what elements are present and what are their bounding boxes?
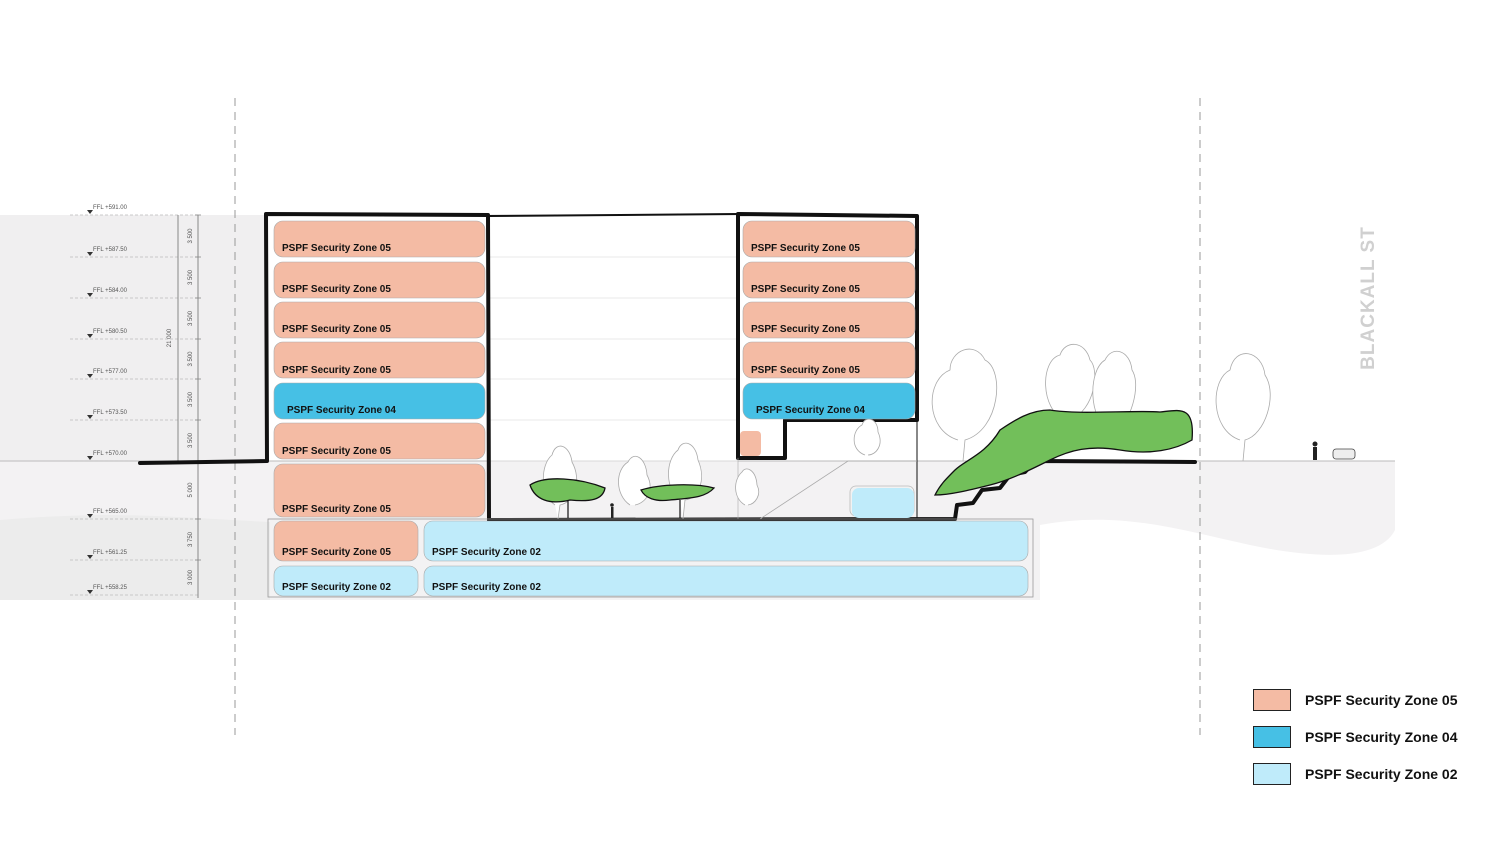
- zone-label: PSPF Security Zone 05: [751, 365, 860, 376]
- zone-label: PSPF Security Zone 02: [282, 582, 391, 593]
- legend-item-zone-02: PSPF Security Zone 02: [1253, 762, 1483, 786]
- zone-block-small: [740, 431, 761, 456]
- floor-height-label: 3 500: [188, 228, 194, 244]
- floor-height-label: 3 500: [188, 351, 194, 367]
- floor-height-label: 3 500: [188, 310, 194, 326]
- zone-block-plant: [852, 488, 914, 518]
- zone-label: PSPF Security Zone 05: [282, 547, 391, 558]
- zone-label: PSPF Security Zone 05: [282, 446, 391, 457]
- zone-label: PSPF Security Zone 05: [282, 284, 391, 295]
- level-label: FFL +577.00: [93, 369, 128, 375]
- overall-height-label: 21 000: [167, 328, 173, 347]
- tree-trunks: [567, 500, 681, 519]
- level-label: FFL +591.00: [93, 205, 128, 211]
- level-marker-icon: [87, 334, 93, 338]
- legend: PSPF Security Zone 05 PSPF Security Zone…: [1253, 688, 1483, 799]
- zone-block: [742, 341, 916, 379]
- zone-label: PSPF Security Zone 04: [287, 405, 396, 416]
- level-label: FFL +561.25: [93, 550, 128, 556]
- floor-height-label: 3 750: [188, 531, 194, 547]
- level-label: FFL +573.50: [93, 410, 128, 416]
- zone-label: PSPF Security Zone 05: [751, 324, 860, 335]
- street-label: BLACKALL ST: [1358, 226, 1379, 370]
- legend-item-zone-04: PSPF Security Zone 04: [1253, 725, 1483, 749]
- zone-block: [742, 220, 916, 258]
- level-label: FFL +584.00: [93, 288, 128, 294]
- zone-label: PSPF Security Zone 04: [756, 405, 865, 416]
- level-marker-icon: [87, 210, 93, 214]
- level-marker-icon: [87, 456, 93, 460]
- legend-label-zone-05: PSPF Security Zone 05: [1305, 692, 1458, 708]
- zone-label: PSPF Security Zone 05: [282, 504, 391, 515]
- level-label: FFL +580.50: [93, 329, 128, 335]
- level-label: FFL +565.00: [93, 509, 128, 515]
- zone-block: [273, 422, 486, 460]
- floor-height-label: 5 000: [188, 482, 194, 498]
- zone-label: PSPF Security Zone 02: [432, 582, 541, 593]
- zone-label: PSPF Security Zone 05: [751, 284, 860, 295]
- legend-swatch-zone-02: [1253, 763, 1291, 785]
- legend-item-zone-05: PSPF Security Zone 05: [1253, 688, 1483, 712]
- zone-block: [742, 301, 916, 339]
- level-marker-icon: [87, 514, 93, 518]
- people-and-car: [610, 441, 1356, 518]
- zone-label: PSPF Security Zone 05: [282, 365, 391, 376]
- legend-swatch-zone-05: [1253, 689, 1291, 711]
- green-vegetation: [529, 409, 1194, 503]
- zone-block: [742, 261, 916, 299]
- zone-block: [273, 341, 486, 379]
- level-marker-icon: [87, 374, 93, 378]
- zone-block: [273, 565, 419, 597]
- legend-label-zone-04: PSPF Security Zone 04: [1305, 729, 1458, 745]
- zone-label: PSPF Security Zone 05: [282, 243, 391, 254]
- zone-block: [423, 565, 1029, 597]
- legend-label-zone-02: PSPF Security Zone 02: [1305, 766, 1458, 782]
- zone-block: [273, 463, 486, 518]
- level-marker-icon: [87, 555, 93, 559]
- zone-block: [273, 520, 419, 562]
- zone-label: PSPF Security Zone 05: [751, 243, 860, 254]
- neighbour-building-mass: [0, 215, 265, 461]
- level-label: FFL +558.25: [93, 585, 128, 591]
- level-marker-icon: [87, 252, 93, 256]
- zone-block: [273, 382, 486, 420]
- zone-block: [273, 261, 486, 299]
- level-marker-icon: [87, 415, 93, 419]
- zone-label: PSPF Security Zone 02: [432, 547, 541, 558]
- zone-block: [742, 382, 916, 420]
- stair: [759, 460, 917, 520]
- legend-swatch-zone-04: [1253, 726, 1291, 748]
- level-label: FFL +587.50: [93, 247, 128, 253]
- level-marker-icon: [87, 590, 93, 594]
- zones-layer: PSPF Security Zone 05 PSPF Security Zone …: [273, 220, 1029, 597]
- zone-block: [273, 220, 486, 258]
- zone-block: [273, 301, 486, 339]
- basement-outline: [267, 518, 1034, 598]
- floor-height-label: 3 500: [188, 269, 194, 285]
- level-label: FFL +570.00: [93, 451, 128, 457]
- floor-height-label: 3 000: [188, 569, 194, 585]
- zone-label: PSPF Security Zone 05: [282, 324, 391, 335]
- floor-height-label: 3 500: [188, 391, 194, 407]
- ground-layer: [0, 515, 270, 600]
- level-marker-icon: [87, 293, 93, 297]
- zone-block: [423, 520, 1029, 562]
- floor-height-label: 3 500: [188, 432, 194, 448]
